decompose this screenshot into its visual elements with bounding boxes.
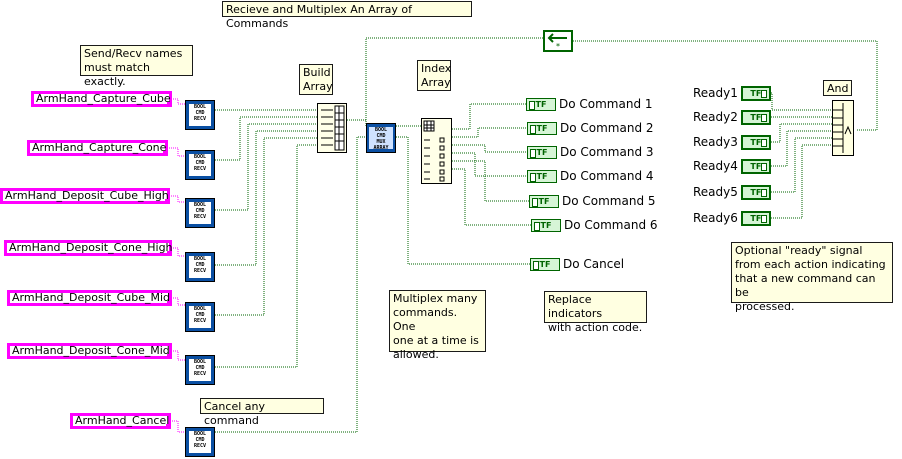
tf-indicator-icon: TF bbox=[531, 218, 561, 232]
index-array-icon bbox=[423, 120, 445, 182]
diagram-title: Recieve and Multiplex An Array of Comman… bbox=[222, 1, 472, 30]
mux-array-subvi[interactable]: BOOL CMD MUX ARRAY bbox=[366, 123, 396, 153]
tf-control-icon: TF bbox=[740, 134, 771, 150]
tf-control-icon: TF bbox=[740, 158, 771, 174]
constant-deposit-cone-mid[interactable]: ArmHand_Deposit_Cone_Mid bbox=[7, 343, 172, 359]
constant-cancel[interactable]: ArmHand_Cancel bbox=[70, 413, 171, 429]
recv-subvi-cancel[interactable]: BOOL CMD RECV bbox=[185, 427, 215, 457]
and-gate-icon bbox=[833, 103, 852, 153]
multiplex-note: Multiplex many commands. One one at a ti… bbox=[389, 290, 486, 361]
index-array-node[interactable] bbox=[421, 118, 452, 184]
tf-indicator-icon: TF bbox=[527, 121, 557, 135]
tf-control-icon: TF bbox=[740, 210, 771, 226]
recv-subvi-2[interactable]: BOOL CMD RECV bbox=[185, 150, 215, 180]
tf-indicator-icon: TF bbox=[526, 97, 556, 111]
cancel-note: Cancel any command bbox=[200, 398, 324, 427]
arrow-left-icon: * bbox=[547, 33, 567, 51]
tf-control-icon: TF bbox=[740, 85, 771, 101]
constant-deposit-cone-high[interactable]: ArmHand_Deposit_Cone_High bbox=[4, 240, 173, 256]
recv-subvi-6[interactable]: BOOL CMD RECV bbox=[185, 355, 215, 385]
constant-capture-cone[interactable]: ArmHand_Capture_Cone bbox=[27, 140, 168, 156]
recv-subvi-4[interactable]: BOOL CMD RECV bbox=[185, 252, 215, 282]
tf-indicator-icon: TF bbox=[530, 257, 560, 271]
constant-deposit-cube-mid[interactable]: ArmHand_Deposit_Cube_Mid bbox=[7, 290, 172, 306]
recv-subvi-1[interactable]: BOOL CMD RECV bbox=[185, 100, 215, 130]
constant-capture-cube[interactable]: ArmHand_Capture_Cube bbox=[31, 91, 172, 107]
feedback-node[interactable]: * bbox=[543, 30, 573, 52]
and-compound-node[interactable] bbox=[832, 100, 854, 156]
tf-indicator-icon: TF bbox=[529, 194, 559, 208]
build-array-node[interactable] bbox=[317, 103, 347, 153]
build-array-label: Build Array bbox=[299, 64, 333, 95]
svg-text:*: * bbox=[556, 42, 560, 50]
index-array-label: Index Array bbox=[417, 60, 451, 91]
tf-control-icon: TF bbox=[740, 184, 771, 200]
tf-control-icon: TF bbox=[740, 109, 771, 125]
recv-subvi-3[interactable]: BOOL CMD RECV bbox=[185, 198, 215, 228]
constant-deposit-cube-high[interactable]: ArmHand_Deposit_Cube_High bbox=[0, 188, 170, 204]
tf-indicator-icon: TF bbox=[527, 169, 557, 183]
replace-note: Replace indicators with action code. bbox=[544, 291, 647, 334]
build-array-icon bbox=[321, 105, 345, 151]
and-label: And bbox=[823, 80, 852, 96]
send-recv-note: Send/Recv names must match exactly. bbox=[80, 45, 193, 88]
tf-indicator-icon: TF bbox=[527, 145, 557, 159]
recv-subvi-5[interactable]: BOOL CMD RECV bbox=[185, 302, 215, 332]
ready-note: Optional "ready" signal from each action… bbox=[731, 242, 893, 313]
